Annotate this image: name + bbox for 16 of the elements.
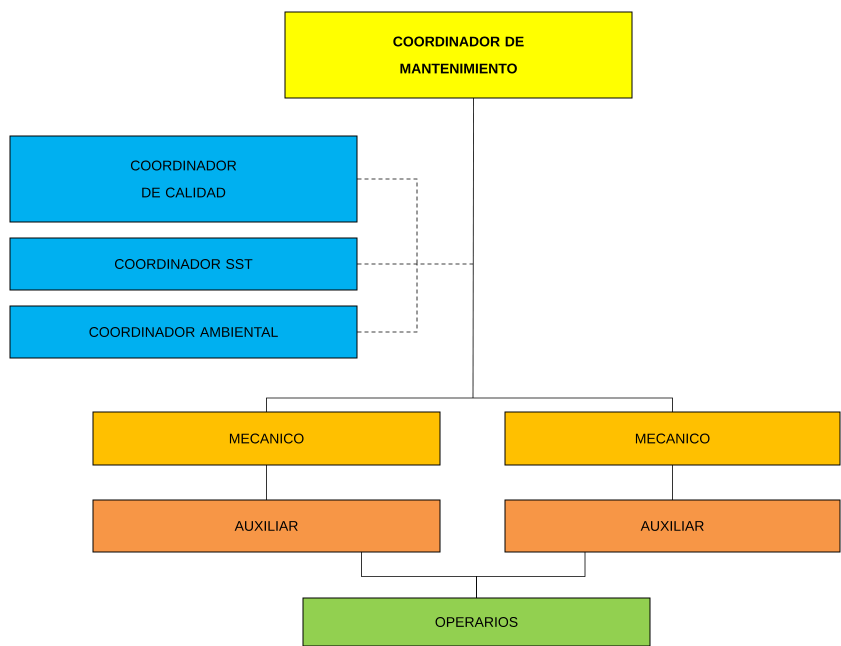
- role-box: COORDINADOR DE CALIDAD: [10, 136, 358, 222]
- role-box: MECANICO: [92, 412, 440, 466]
- role-box: AUXILIAR: [504, 500, 840, 552]
- role-box: COORDINADOR AMBIENTAL: [10, 306, 358, 358]
- connector: [266, 398, 474, 412]
- role-box: OPERARIOS: [302, 598, 650, 646]
- role-box: AUXILIAR: [92, 500, 440, 552]
- connector: [672, 465, 673, 500]
- role-box: COORDINADOR SST: [10, 238, 358, 290]
- top-box: COORDINADOR DE MANTENIMIENTO: [284, 12, 632, 98]
- connector: [266, 465, 267, 500]
- connector: [476, 552, 586, 598]
- connector: [472, 98, 474, 398]
- dashed-connector: [357, 178, 474, 332]
- connector: [472, 398, 673, 412]
- role-box: MECANICO: [504, 412, 840, 466]
